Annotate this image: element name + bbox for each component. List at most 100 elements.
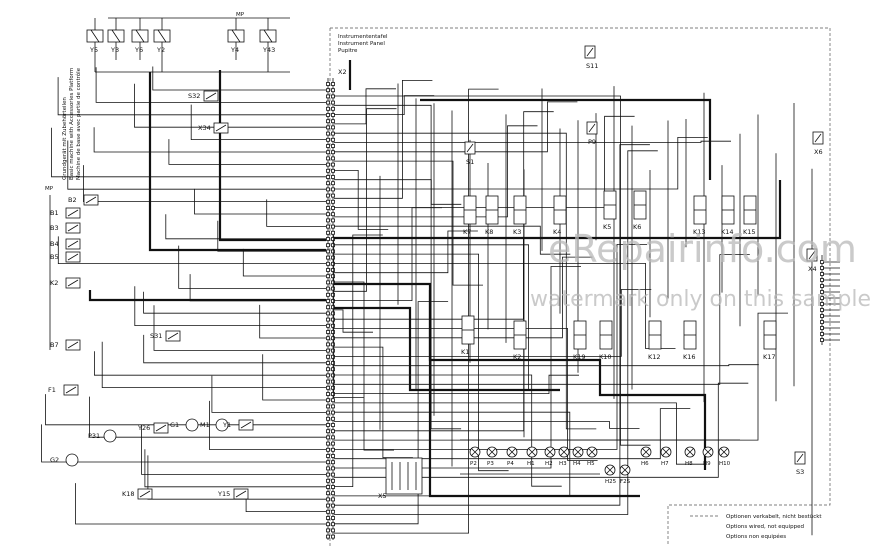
lamp-h2: H2: [544, 446, 556, 467]
label-p2: P2: [470, 461, 477, 467]
connector-pin: [326, 224, 330, 229]
connector-x5: X5: [378, 457, 423, 500]
connector-pin: [326, 94, 330, 99]
power-wire: [334, 180, 782, 240]
wire: [190, 104, 326, 140]
connector-pin: [326, 181, 330, 186]
label-k16: K16: [683, 353, 696, 361]
wire: [262, 354, 326, 401]
relay-k1: K1: [461, 315, 475, 356]
connector-pin: [326, 509, 330, 514]
wire: [45, 394, 326, 426]
connector-pin: [326, 268, 330, 272]
label-s32: S32: [188, 92, 200, 100]
wire: [194, 188, 326, 215]
panel-connector-label: X2: [338, 68, 347, 76]
label-x34: X34: [198, 124, 211, 132]
connector-pin: [331, 144, 335, 148]
component-s32: S32: [188, 90, 219, 102]
connector-pin: [326, 379, 330, 384]
label-f1: F1: [48, 386, 56, 394]
valve-y6: Y6: [131, 18, 149, 60]
connector-pin: [326, 199, 330, 204]
relay-k15: K15: [743, 195, 757, 236]
connector-pin: [326, 119, 330, 124]
connector-pin: [331, 274, 335, 279]
component-s11: S11: [584, 45, 598, 70]
component-x6: X6: [812, 131, 824, 156]
connector-pin: [326, 491, 330, 496]
label-y43: Y43: [262, 46, 275, 54]
connector-pin: [326, 280, 330, 285]
connector-pin: [331, 509, 335, 514]
wire: [93, 127, 326, 153]
connector-pin: [326, 330, 330, 334]
lamp-h4: H4: [572, 446, 584, 467]
connector-pin: [326, 175, 330, 179]
relay-k3: K3: [513, 195, 527, 236]
connector-pin: [331, 100, 335, 105]
label-y15: Y15: [217, 490, 230, 498]
wire: [334, 253, 509, 472]
wire: [334, 374, 562, 487]
label-h9: H9: [703, 461, 711, 467]
label-p3: P3: [487, 461, 494, 467]
relay-k5: K5: [603, 190, 617, 231]
wire: [75, 483, 326, 525]
wire: [334, 150, 658, 515]
lamp-f2s: F2S: [619, 464, 631, 485]
panel-title-en: Instrument Panel: [338, 41, 385, 47]
label-b5: B5: [50, 253, 59, 261]
connector-pin: [331, 125, 335, 130]
component-b4: B4: [50, 238, 81, 250]
connector-pin: [331, 398, 335, 403]
connector-pin: [331, 88, 335, 93]
wire: [259, 304, 326, 339]
valve-y5: Y5: [86, 18, 104, 60]
connector-pin: [326, 243, 330, 248]
label-h6: H6: [641, 461, 649, 467]
wire: [334, 234, 383, 487]
component-x34: X34: [198, 122, 229, 134]
connector-pin: [326, 150, 330, 155]
wire: [334, 88, 499, 534]
wire: [89, 396, 326, 438]
label-h25: H25: [605, 479, 617, 485]
label-h7: H7: [661, 461, 669, 467]
wire: [334, 301, 449, 525]
connector-pin: [326, 373, 330, 378]
wire: [334, 101, 578, 153]
connector-pin: [326, 212, 330, 217]
connector-pin: [331, 330, 335, 334]
connector-pin: [326, 218, 330, 223]
connector-pin: [331, 168, 335, 173]
wire: [334, 104, 462, 430]
connector-pin: [331, 404, 335, 409]
label-y2: Y2: [156, 46, 165, 54]
label-k13: K13: [693, 228, 706, 236]
component-y15: Y15: [217, 488, 249, 500]
wire: [94, 351, 326, 376]
connector-pin: [326, 323, 330, 328]
label-x6: X6: [814, 148, 823, 156]
connector-pin: [326, 367, 330, 372]
wire: [141, 424, 326, 475]
component-b2: B2: [68, 194, 99, 206]
power-wire: [420, 98, 712, 180]
connector-pin: [326, 423, 330, 427]
component-g2: G2: [50, 453, 79, 467]
connector-pin: [326, 348, 330, 353]
component-p31: P31: [88, 429, 117, 443]
wire: [334, 132, 597, 430]
connector-pin: [331, 292, 335, 297]
wire: [334, 108, 397, 292]
wire: [165, 214, 326, 240]
connector-pin: [326, 193, 330, 198]
connector-pin: [326, 311, 330, 316]
wire: [334, 309, 373, 333]
side-caption-line1: Grundgerät mit Zubehörteilen: [62, 97, 68, 180]
connector-pin: [326, 137, 330, 142]
label-h1: H1: [527, 461, 535, 467]
label-b3: B3: [50, 224, 59, 232]
